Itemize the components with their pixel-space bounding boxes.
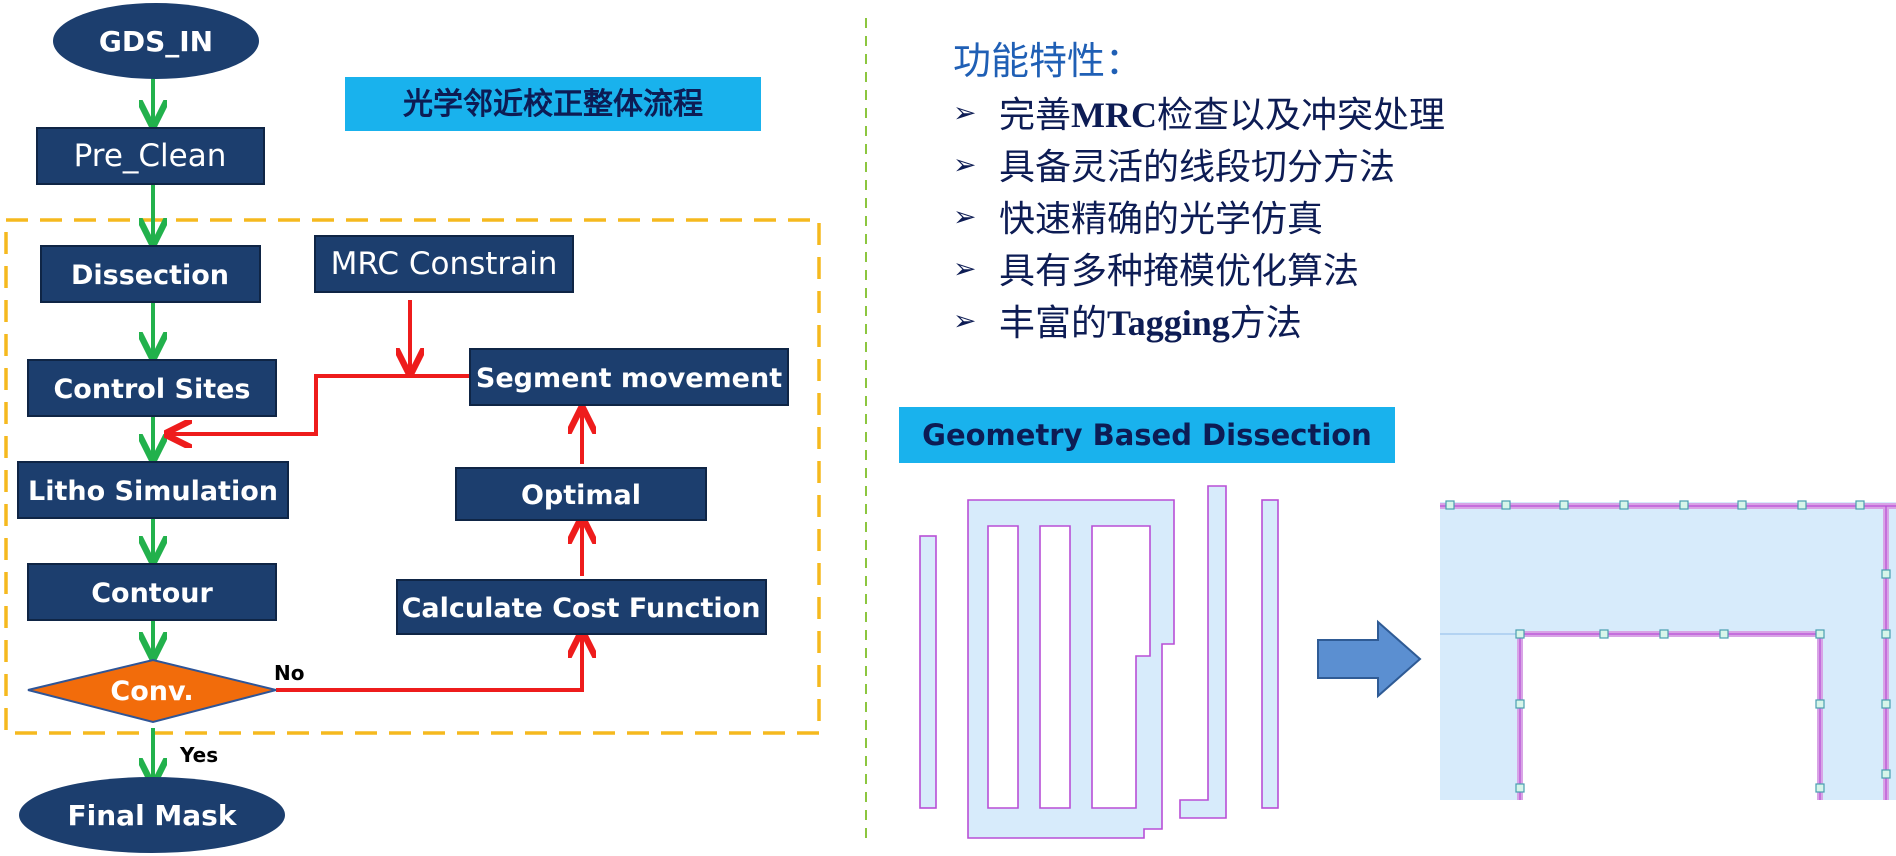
layout-bar-right xyxy=(1261,499,1279,809)
feature-item-text: 快速精确的光学仿真 xyxy=(999,199,1324,240)
node-calculate-cost-function-label: Calculate Cost Function xyxy=(402,593,761,624)
flow-title-banner xyxy=(345,77,761,131)
node-gds-in: GDS_IN xyxy=(53,3,259,79)
transform-arrow-icon xyxy=(1317,619,1422,699)
arrow-bullet-icon: ➢ xyxy=(953,199,977,233)
feature-item: ➢ 具有多种掩模优化算法 xyxy=(953,242,1445,294)
geometry-title-banner xyxy=(899,407,1395,463)
geometry-title: Geometry Based Dissection xyxy=(922,418,1372,452)
feature-item-text: 完善MRC检查以及冲突处理 xyxy=(999,95,1446,136)
edge-label-no: No xyxy=(274,661,304,685)
node-litho-simulation-label: Litho Simulation xyxy=(28,476,278,507)
features-list: ➢ 完善MRC检查以及冲突处理 ➢ 具备灵活的线段切分方法 ➢ 快速精确的光学仿… xyxy=(953,86,1445,346)
feature-item: ➢ 快速精确的光学仿真 xyxy=(953,190,1445,242)
feature-item-text: 丰富的Tagging方法 xyxy=(999,303,1302,344)
flow-title: 光学邻近校正整体流程 xyxy=(403,87,703,122)
node-optimal-label: Optimal xyxy=(521,480,641,511)
node-gds-in-label: GDS_IN xyxy=(99,25,213,58)
arrow-bullet-icon: ➢ xyxy=(953,303,977,337)
edge-label-yes: Yes xyxy=(179,743,218,767)
feature-item: ➢ 丰富的Tagging方法 xyxy=(953,294,1445,346)
node-pre-clean-label: Pre_Clean xyxy=(74,138,227,174)
node-final-mask: Final Mask xyxy=(19,777,285,853)
loop-arrows xyxy=(168,300,582,692)
layout-bar-left xyxy=(919,535,937,809)
arrow-bullet-icon: ➢ xyxy=(953,95,977,129)
node-pre-clean: Pre_Clean xyxy=(36,127,265,185)
node-segment-movement-label: Segment movement xyxy=(476,363,782,394)
dissected-polygon xyxy=(1440,502,1896,800)
node-optimal: Optimal xyxy=(455,467,707,521)
node-mrc-constrain: MRC Constrain xyxy=(314,235,574,293)
node-contour-label: Contour xyxy=(91,578,213,609)
loop-frame xyxy=(4,218,821,735)
arrow-bullet-icon: ➢ xyxy=(953,147,977,181)
dissection-points xyxy=(1445,500,1891,793)
feature-item: ➢ 完善MRC检查以及冲突处理 xyxy=(953,86,1445,138)
features-title: 功能特性： xyxy=(953,39,1144,83)
arrow-segment-to-litho xyxy=(168,374,470,434)
node-mrc-constrain-label: MRC Constrain xyxy=(331,246,558,282)
feature-item-text: 具备灵活的线段切分方法 xyxy=(999,147,1396,188)
node-control-sites-label: Control Sites xyxy=(53,374,250,405)
layout-hook-bar xyxy=(1179,485,1227,819)
node-dissection: Dissection xyxy=(40,245,261,303)
layout-after-illustration xyxy=(1440,500,1896,800)
arrow-bullet-icon: ➢ xyxy=(953,251,977,285)
node-calculate-cost-function: Calculate Cost Function xyxy=(396,579,767,635)
layout-main-polygon xyxy=(967,499,1175,839)
node-dissection-label: Dissection xyxy=(71,260,229,291)
node-contour: Contour xyxy=(27,563,277,621)
feature-item-text: 具有多种掩模优化算法 xyxy=(999,251,1360,292)
node-control-sites: Control Sites xyxy=(27,359,277,417)
feature-item: ➢ 具备灵活的线段切分方法 xyxy=(953,138,1445,190)
node-conv-label: Conv. xyxy=(110,676,193,707)
arrow-conv-no-to-cost xyxy=(276,634,582,692)
node-segment-movement: Segment movement xyxy=(469,348,789,406)
node-litho-simulation: Litho Simulation xyxy=(17,461,289,519)
node-conv: Conv. xyxy=(27,658,277,724)
layout-before-illustration xyxy=(919,485,1279,839)
node-final-mask-label: Final Mask xyxy=(68,799,238,832)
